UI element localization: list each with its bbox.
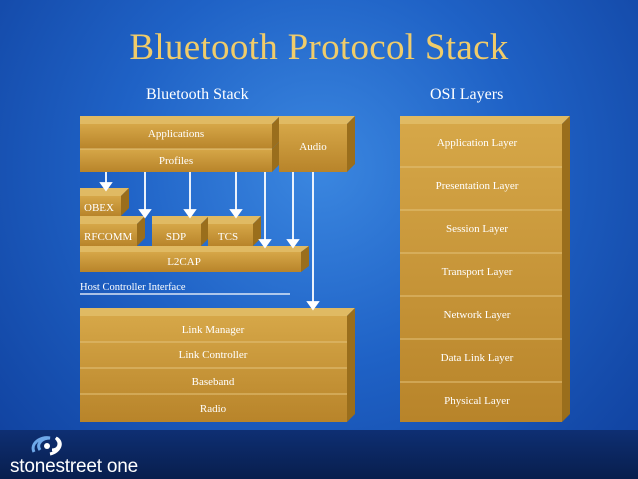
baseband-label: Baseband bbox=[192, 376, 235, 388]
osi-network-layer: Network Layer bbox=[444, 309, 511, 321]
link-manager-label: Link Manager bbox=[182, 324, 245, 336]
applications-label: Applications bbox=[148, 128, 204, 140]
osi-layers-header: OSI Layers bbox=[430, 86, 504, 103]
block-applications: Applications bbox=[80, 116, 280, 149]
arrow-to-rfcomm bbox=[138, 209, 152, 219]
hci-label: Host Controller Interface bbox=[80, 282, 186, 293]
footer-bar: stonestreet one bbox=[0, 430, 638, 479]
link-controller-label: Link Controller bbox=[179, 349, 248, 361]
osi-stack: Application Layer Presentation Layer Ses… bbox=[400, 116, 570, 422]
block-audio: Audio bbox=[279, 116, 355, 172]
arrow-audio-to-link-manager bbox=[306, 301, 320, 311]
arrow-to-obex bbox=[99, 182, 113, 192]
radio-label: Radio bbox=[200, 403, 227, 415]
bluetooth-stack-header: Bluetooth Stack bbox=[146, 86, 249, 103]
block-rfcomm: RFCOMM bbox=[80, 216, 145, 246]
osi-session-layer: Session Layer bbox=[446, 223, 508, 235]
block-l2cap: L2CAP bbox=[80, 246, 309, 272]
obex-label: OBEX bbox=[84, 202, 114, 214]
slide-title: Bluetooth Protocol Stack bbox=[129, 27, 509, 68]
logo-text: stonestreet one bbox=[10, 456, 138, 477]
block-obex: OBEX bbox=[80, 188, 129, 216]
stack-arrows bbox=[99, 172, 320, 311]
arrow-to-sdp bbox=[183, 209, 197, 219]
arrow-to-l2cap-2 bbox=[286, 239, 300, 249]
arrow-to-tcs bbox=[229, 209, 243, 219]
sdp-label: SDP bbox=[166, 231, 186, 243]
block-controller: Link Manager Link Controller Baseband Ra… bbox=[80, 308, 355, 422]
block-profiles: Profiles bbox=[80, 141, 280, 172]
arrow-to-l2cap bbox=[258, 239, 272, 249]
osi-presentation-layer: Presentation Layer bbox=[436, 180, 519, 192]
osi-application-layer: Application Layer bbox=[437, 137, 518, 149]
osi-transport-layer: Transport Layer bbox=[442, 266, 513, 278]
audio-label: Audio bbox=[299, 141, 327, 153]
rfcomm-label: RFCOMM bbox=[84, 231, 133, 243]
block-tcs: TCS bbox=[208, 216, 261, 246]
profiles-label: Profiles bbox=[159, 155, 193, 167]
stonestreet-logo-icon bbox=[31, 436, 62, 456]
l2cap-label: L2CAP bbox=[167, 256, 201, 268]
tcs-label: TCS bbox=[218, 231, 238, 243]
osi-physical-layer: Physical Layer bbox=[444, 395, 510, 407]
block-sdp: SDP bbox=[152, 216, 209, 246]
osi-data-link-layer: Data Link Layer bbox=[441, 352, 514, 364]
